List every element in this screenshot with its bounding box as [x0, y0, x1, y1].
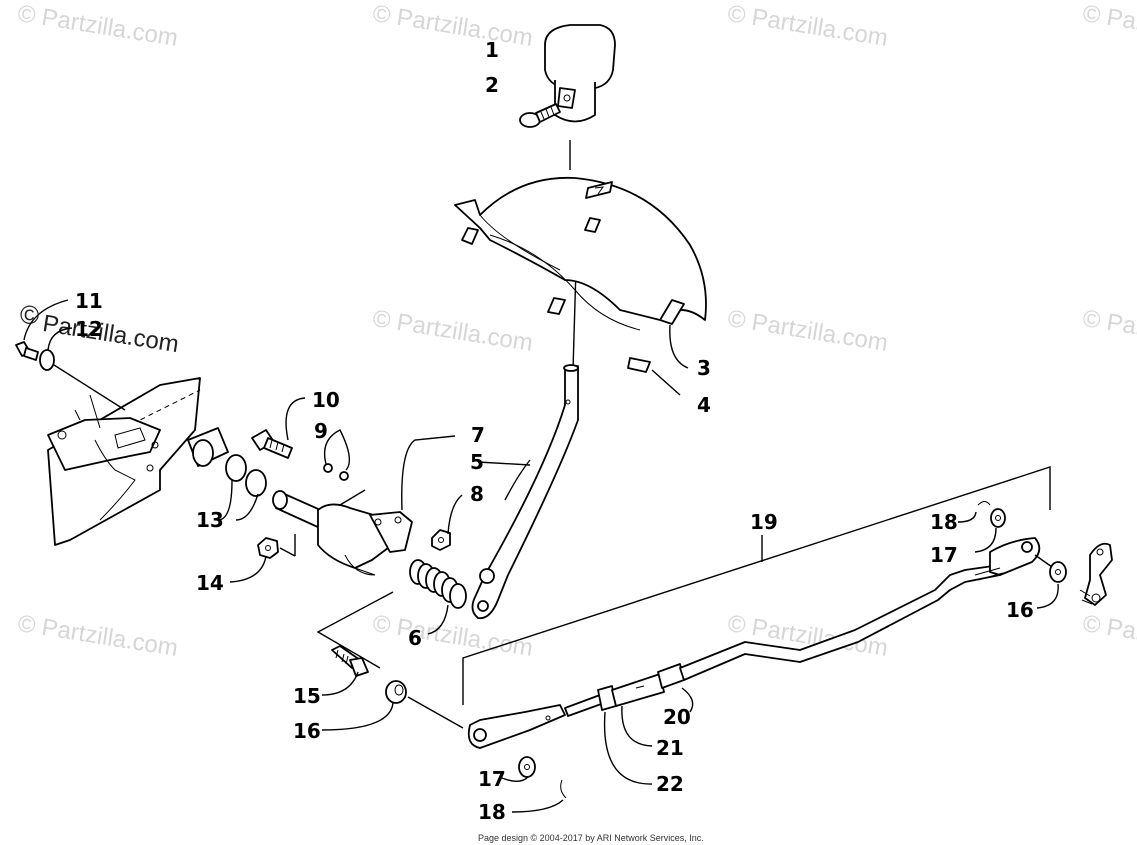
- callout-8: 8: [470, 482, 484, 506]
- washer-part: [39, 349, 55, 371]
- leader-line: [407, 696, 464, 729]
- ring-part: [339, 471, 349, 481]
- callout-14: 14: [196, 571, 224, 595]
- callout-12: 12: [75, 317, 103, 341]
- leader-line: [501, 776, 529, 782]
- pivot-shaft-part: [272, 490, 413, 576]
- leader-line: [339, 489, 366, 506]
- leader-line: [229, 555, 267, 583]
- callout-10: 10: [312, 388, 340, 412]
- shift-lever-part: [471, 364, 579, 620]
- leader-line: [427, 604, 449, 635]
- leader-line: [235, 493, 259, 521]
- leader-line: [651, 369, 681, 396]
- callout-21: 21: [656, 736, 684, 760]
- leader-line: [53, 364, 126, 411]
- leader-line: [217, 479, 233, 521]
- callout-17: 17: [930, 543, 958, 567]
- o-ring-part: [245, 469, 267, 497]
- spring-part: [409, 559, 467, 609]
- callout-6: 6: [408, 626, 422, 650]
- leader-line: [669, 324, 689, 369]
- leader-line: [285, 397, 306, 441]
- leader-line: [957, 511, 977, 523]
- callout-2: 2: [485, 73, 499, 97]
- washer-part: [518, 756, 536, 778]
- washer-part: [990, 508, 1006, 528]
- clip-part: [560, 779, 567, 799]
- callout-19: 19: [750, 510, 778, 534]
- leader-line: [447, 494, 463, 535]
- callout-17: 17: [478, 767, 506, 791]
- washer-part: [1049, 561, 1067, 583]
- ring-part: [323, 463, 333, 473]
- nut-part: [431, 529, 451, 551]
- clip-part: [977, 501, 991, 506]
- leader-line: [603, 711, 653, 785]
- leader-line: [321, 702, 394, 731]
- leader-line: [323, 429, 351, 471]
- callout-13: 13: [196, 508, 224, 532]
- screw-part: [519, 103, 561, 128]
- leader-line: [974, 527, 997, 553]
- knob-part: [544, 24, 616, 123]
- leader-line: [1034, 554, 1053, 568]
- callout-5: 5: [470, 450, 484, 474]
- callout-16: 16: [293, 719, 321, 743]
- callout-22: 22: [656, 772, 684, 796]
- callout-18: 18: [930, 510, 958, 534]
- leader-line: [462, 466, 1051, 705]
- clip-part: [627, 357, 651, 373]
- leader-line: [504, 459, 531, 501]
- footer-copyright: Page design © 2004-2017 by ARI Network S…: [478, 833, 704, 843]
- shift-bracket-part: [454, 176, 707, 331]
- leader-line: [1036, 583, 1059, 609]
- callout-9: 9: [314, 419, 328, 443]
- callout-1: 1: [485, 38, 499, 62]
- leader-line: [316, 591, 394, 669]
- callout-20: 20: [663, 705, 691, 729]
- leader-line: [511, 799, 564, 813]
- callout-15: 15: [293, 684, 321, 708]
- callout-18: 18: [478, 800, 506, 824]
- callout-11: 11: [75, 289, 103, 313]
- bushing-part: [385, 680, 407, 704]
- linkage-part: [1079, 542, 1113, 606]
- nut-part: [257, 537, 279, 559]
- watermark-logo: ©: [20, 300, 40, 330]
- leader-line: [47, 327, 73, 351]
- callout-7: 7: [471, 423, 485, 447]
- callout-16: 16: [1006, 598, 1034, 622]
- shift-rod-part: [467, 537, 1041, 749]
- bushing-part: [187, 427, 229, 467]
- leader-line: [279, 547, 296, 557]
- leader-line: [23, 299, 69, 341]
- callout-3: 3: [697, 356, 711, 380]
- leader-line: [321, 671, 359, 696]
- leader-line: [401, 435, 456, 511]
- frame-part: [47, 377, 201, 546]
- ball-stud-part: [331, 645, 369, 677]
- leader-line: [477, 461, 531, 466]
- bolt-part: [15, 341, 39, 361]
- leader-line: [621, 705, 653, 747]
- fitting-part: [251, 429, 293, 459]
- o-ring-part: [225, 454, 247, 482]
- leader-line: [681, 687, 694, 713]
- callout-4: 4: [697, 393, 711, 417]
